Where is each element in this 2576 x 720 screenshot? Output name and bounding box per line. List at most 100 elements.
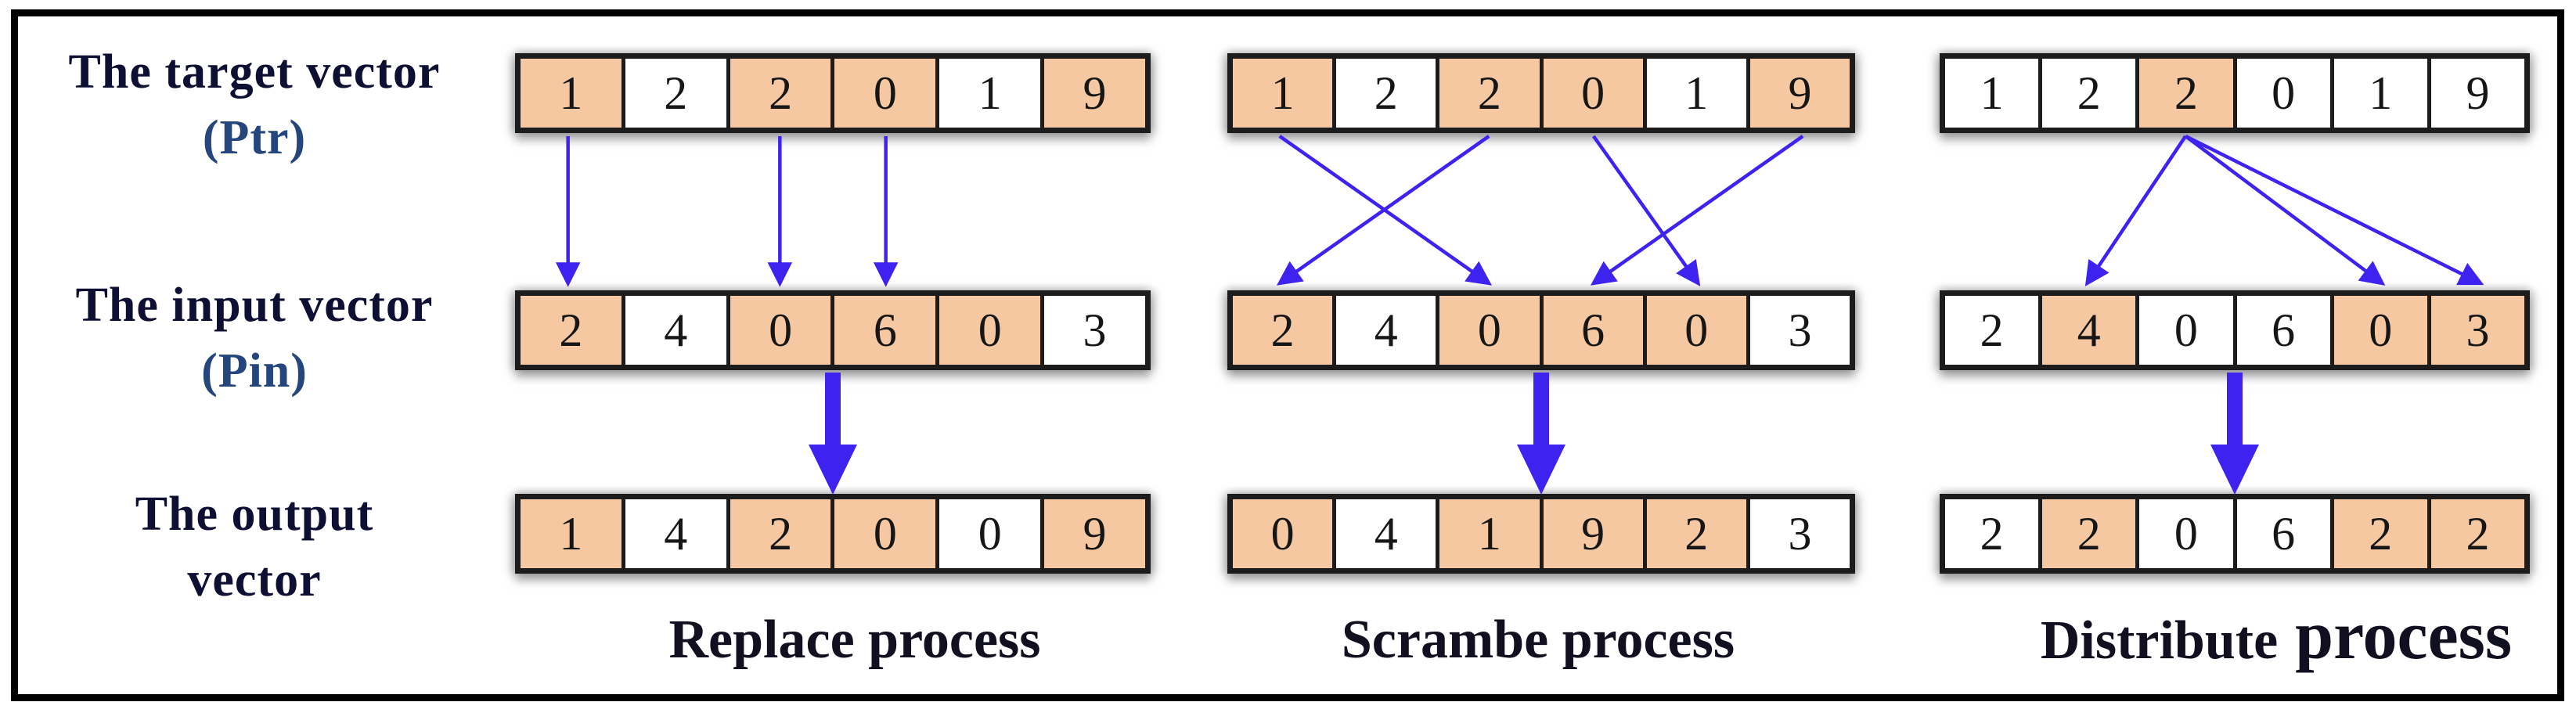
cell-value: 0 (2174, 508, 2198, 560)
panel-3-target-cell-1: 2 (2042, 59, 2136, 128)
cell-value: 4 (664, 304, 688, 356)
row-label-input-line1: The input vector (75, 279, 434, 332)
cell-value: 2 (1374, 67, 1398, 119)
panel-1-input-cell-5: 3 (1044, 296, 1145, 365)
row-label-input-vector: The input vector (Pin) (20, 272, 489, 404)
cell-value: 2 (1477, 67, 1501, 119)
panel-2-output-cell-0-highlighted: 0 (1233, 499, 1333, 568)
cell-value: 9 (1788, 67, 1812, 119)
panel-1-target-cell-3-highlighted: 0 (834, 59, 936, 128)
cell-value: 2 (2174, 67, 2198, 119)
cell-value: 4 (1374, 304, 1398, 356)
panel-1-target-cell-4: 1 (939, 59, 1041, 128)
cell-value: 0 (769, 304, 793, 356)
panel-2-input-cell-1: 4 (1336, 296, 1436, 365)
cell-value: 0 (2272, 67, 2296, 119)
cell-value: 0 (978, 304, 1002, 356)
cell-value: 2 (769, 67, 793, 119)
cell-value: 2 (769, 508, 793, 560)
panel-3-target-cell-0: 1 (1945, 59, 2039, 128)
cell-value: 1 (1980, 67, 2004, 119)
cell-value: 3 (2466, 304, 2490, 356)
panel-2-output-cell-1: 4 (1336, 499, 1436, 568)
panel-2-output-cell-2-highlighted: 1 (1439, 499, 1540, 568)
panel-3-output-cell-1-highlighted: 2 (2042, 499, 2136, 568)
caption-text: Distribute (2040, 610, 2279, 671)
cell-value: 0 (2369, 304, 2393, 356)
panel-2-target-cell-5-highlighted: 9 (1749, 59, 1850, 128)
caption-text: Scrambe process (1341, 610, 1735, 670)
cell-value: 2 (2077, 508, 2101, 560)
panel-3-input-cell-0: 2 (1945, 296, 2039, 365)
cell-value: 1 (978, 67, 1002, 119)
panel-2-caption: Scrambe process (1186, 609, 1890, 671)
panel-2-input-cell-5: 3 (1749, 296, 1850, 365)
cell-value: 4 (1374, 508, 1398, 560)
row-label-target-vector: The target vector (Ptr) (20, 39, 489, 171)
row-label-target-line1: The target vector (68, 45, 441, 99)
panel-1-output-cell-4: 0 (939, 499, 1041, 568)
cell-value: 2 (1980, 304, 2004, 356)
panel-2-target-cell-3-highlighted: 0 (1543, 59, 1643, 128)
cell-value: 1 (2369, 67, 2393, 119)
panel-2-output-cell-4-highlighted: 2 (1646, 499, 1746, 568)
panel-3-target-cell-5: 9 (2430, 59, 2525, 128)
panel-1-input-cell-1: 4 (625, 296, 726, 365)
panel-2-input-cell-0-highlighted: 2 (1233, 296, 1333, 365)
cell-value: 9 (1581, 508, 1605, 560)
cell-value: 0 (873, 67, 897, 119)
cell-value: 3 (1788, 508, 1812, 560)
panel-3-target-cell-2-highlighted: 2 (2139, 59, 2233, 128)
row-label-output-line2: vector (187, 553, 322, 607)
panel-2-target-cell-4: 1 (1646, 59, 1746, 128)
panel-3-output-cell-2: 0 (2139, 499, 2233, 568)
cell-value: 9 (1083, 67, 1107, 119)
panel-2-output-vector: 0 4 1 9 2 3 (1227, 494, 1855, 574)
row-label-target-line2: (Ptr) (202, 111, 307, 164)
cell-value: 2 (1684, 508, 1709, 560)
panel-1-target-cell-1: 2 (625, 59, 726, 128)
panel-1-input-cell-4-highlighted: 0 (939, 296, 1041, 365)
figure-border (11, 9, 2564, 701)
cell-value: 0 (1581, 67, 1605, 119)
cell-value: 1 (1684, 67, 1709, 119)
panel-3-input-cell-5-highlighted: 3 (2430, 296, 2525, 365)
cell-value: 2 (1980, 508, 2004, 560)
cell-value: 0 (1684, 304, 1709, 356)
panel-1-target-cell-5-highlighted: 9 (1044, 59, 1145, 128)
panel-3-input-cell-2: 0 (2139, 296, 2233, 365)
panel-3-output-cell-5-highlighted: 2 (2430, 499, 2525, 568)
cell-value: 0 (2174, 304, 2198, 356)
cell-value: 2 (2369, 508, 2393, 560)
panel-2-target-cell-0-highlighted: 1 (1233, 59, 1333, 128)
panel-2-output-cell-5: 3 (1749, 499, 1850, 568)
panel-3-input-cell-3: 6 (2236, 296, 2330, 365)
cell-value: 2 (2077, 67, 2101, 119)
cell-value: 0 (1477, 304, 1501, 356)
panel-2-target-cell-1: 2 (1336, 59, 1436, 128)
panel-1-output-cell-0-highlighted: 1 (521, 499, 621, 568)
cell-value: 4 (664, 508, 688, 560)
panel-1-output-cell-3-highlighted: 0 (834, 499, 936, 568)
cell-value: 1 (559, 508, 583, 560)
cell-value: 9 (2466, 67, 2490, 119)
row-label-output-line1: The output (135, 488, 374, 541)
panel-1-output-cell-2-highlighted: 2 (730, 499, 831, 568)
panel-1-output-cell-1: 4 (625, 499, 726, 568)
cell-value: 0 (1270, 508, 1295, 560)
cell-value: 0 (978, 508, 1002, 560)
panel-1-input-cell-0-highlighted: 2 (521, 296, 621, 365)
cell-value: 4 (2077, 304, 2101, 356)
cell-value: 2 (1270, 304, 1295, 356)
panel-1-input-cell-2-highlighted: 0 (730, 296, 831, 365)
panel-1-target-cell-2-highlighted: 2 (730, 59, 831, 128)
panel-1-output-cell-5-highlighted: 9 (1044, 499, 1145, 568)
cell-value: 1 (1477, 508, 1501, 560)
panel-3-target-vector: 1 2 2 0 1 9 (1940, 53, 2530, 133)
